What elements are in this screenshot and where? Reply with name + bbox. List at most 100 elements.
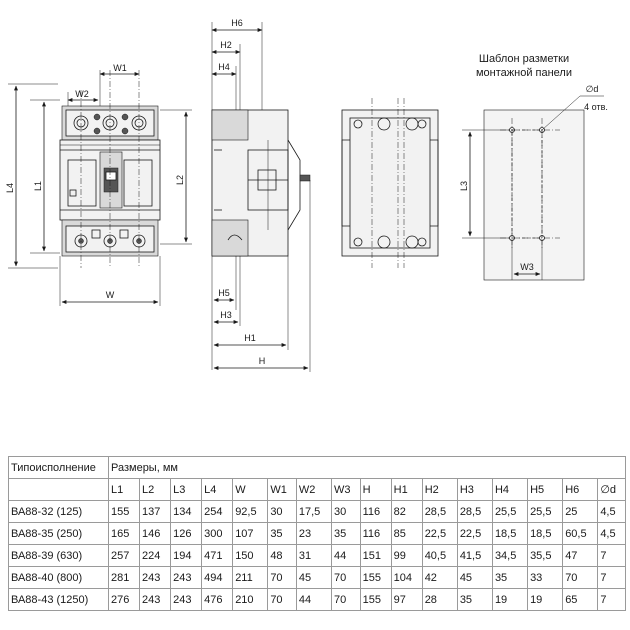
value-cell: 243 [170,566,203,589]
value-cell: 18,5 [491,522,529,545]
model-column-header: Типоисполнение [8,456,109,479]
value-cell: 35,5 [527,544,564,567]
value-cell: 35 [456,588,493,611]
dim-h-label: H [259,356,266,366]
value-cell: 41,5 [456,544,493,567]
value-cell: 151 [359,544,392,567]
model-cell: ВА88-39 (630) [8,544,109,567]
value-cell: 4,5 [597,500,626,523]
value-cell: 28,5 [456,500,493,523]
value-cell: 18,5 [527,522,564,545]
model-cell: ВА88-35 (250) [8,522,109,545]
value-cell: 146 [139,522,172,545]
value-cell: 97 [390,588,423,611]
value-cell: 70 [562,566,599,589]
column-header: W3 [331,478,361,501]
column-header: H2 [421,478,458,501]
column-header: H6 [562,478,599,501]
column-header: ∅d [597,478,626,501]
value-cell: 126 [170,522,203,545]
mounting-template: Шаблон разметки монтажной панели ∅d 4 от… [459,53,608,281]
dim-h2-label: H2 [220,40,232,50]
value-cell: 471 [201,544,234,567]
value-cell: 155 [359,588,392,611]
column-header: W2 [295,478,333,501]
value-cell: 60,5 [562,522,599,545]
value-cell: 45 [456,566,493,589]
value-cell: 99 [390,544,423,567]
column-header: H [359,478,392,501]
value-cell: 44 [331,544,361,567]
dim-l3-label: L3 [459,181,469,191]
value-cell: 4,5 [597,522,626,545]
value-cell: 494 [201,566,234,589]
value-cell: 45 [295,566,333,589]
dimensions-group-header: Размеры, мм [108,456,626,479]
column-header: H4 [491,478,529,501]
value-cell: 31 [295,544,333,567]
dim-h1-label: H1 [244,333,256,343]
column-header: H1 [390,478,423,501]
column-header: H3 [456,478,493,501]
value-cell: 137 [139,500,172,523]
value-cell: 23 [295,522,333,545]
value-cell: 70 [331,566,361,589]
value-cell: 276 [107,588,141,611]
value-cell: 25,5 [527,500,564,523]
value-cell: 28 [421,588,458,611]
value-cell: 300 [201,522,234,545]
dim-l4-label: L4 [5,183,15,193]
value-cell: 281 [107,566,141,589]
value-cell: 34,5 [491,544,529,567]
value-cell: 85 [390,522,423,545]
rear-view [341,98,439,268]
column-header: H5 [527,478,564,501]
value-cell: 47 [562,544,599,567]
dim-l2-label: L2 [175,175,185,185]
value-cell: 70 [331,588,361,611]
value-cell: 35 [491,566,529,589]
value-cell: 28,5 [421,500,458,523]
value-cell: 116 [359,522,392,545]
dim-h3-label: H3 [220,310,232,320]
value-cell: 210 [232,588,269,611]
dim-l1-label: L1 [33,181,43,191]
value-cell: 19 [527,588,564,611]
value-cell: 40,5 [421,544,458,567]
value-cell: 243 [139,588,172,611]
value-cell: 104 [390,566,423,589]
value-cell: 22,5 [456,522,493,545]
model-cell: ВА88-40 (800) [8,566,109,589]
value-cell: 134 [170,500,203,523]
dim-h6-label: H6 [231,18,243,28]
value-cell: 155 [359,566,392,589]
hole-count-label: 4 отв. [584,102,608,112]
value-cell: 19 [491,588,529,611]
value-cell: 211 [232,566,269,589]
value-cell: 257 [107,544,141,567]
hole-diameter-label: ∅d [586,84,599,94]
value-cell: 70 [267,588,297,611]
value-cell: 150 [232,544,269,567]
value-cell: 7 [597,588,626,611]
column-header: L4 [201,478,234,501]
value-cell: 243 [139,566,172,589]
value-cell: 25,5 [491,500,529,523]
dim-w-label: W [106,290,115,300]
value-cell: 33 [527,566,564,589]
value-cell: 155 [107,500,141,523]
value-cell: 25 [562,500,599,523]
value-cell: 243 [170,588,203,611]
value-cell: 48 [267,544,297,567]
value-cell: 165 [107,522,141,545]
dim-w2-label: W2 [75,89,89,99]
value-cell: 35 [267,522,297,545]
